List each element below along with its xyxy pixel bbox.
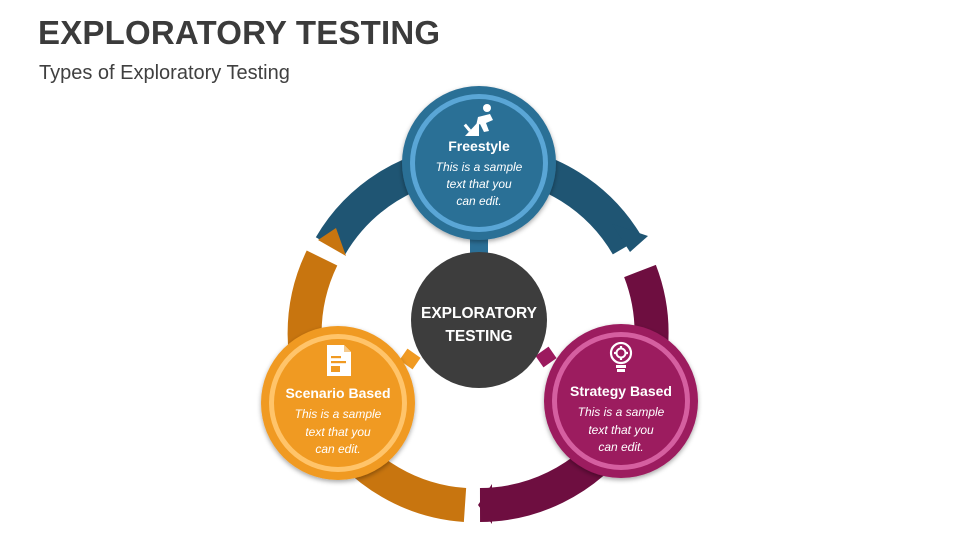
node-freestyle-desc-1: This is a sample <box>436 160 523 174</box>
node-freestyle-title: Freestyle <box>448 138 510 154</box>
node-freestyle-desc-3: can edit. <box>456 194 501 208</box>
arrow-notch-orange <box>318 228 346 256</box>
arrow-notch-blue <box>612 224 648 252</box>
slide-title: EXPLORATORY TESTING <box>38 14 441 51</box>
center-circle <box>411 252 547 388</box>
node-strategy-based <box>544 324 698 478</box>
node-scenario-based <box>261 326 415 480</box>
node-strategy-based-desc-2: text that you <box>588 423 654 437</box>
connector-left <box>399 348 421 370</box>
node-scenario-based-desc-1: This is a sample <box>295 407 382 421</box>
node-freestyle <box>402 86 556 240</box>
slide-subtitle: Types of Exploratory Testing <box>39 62 290 84</box>
center-label-line1: EXPLORATORY <box>421 305 538 322</box>
skier-icon <box>463 104 493 136</box>
arrow-notch-magenta <box>478 484 492 524</box>
node-strategy-based-desc-1: This is a sample <box>578 405 665 419</box>
node-scenario-based-title: Scenario Based <box>285 385 390 401</box>
document-icon <box>327 345 351 376</box>
node-strategy-based-title: Strategy Based <box>570 383 672 399</box>
node-scenario-based-desc-3: can edit. <box>315 442 360 456</box>
node-freestyle-desc-2: text that you <box>446 177 512 191</box>
center-label-line2: TESTING <box>445 328 512 345</box>
lightbulb-gear-icon <box>609 341 633 372</box>
node-strategy-based-desc-3: can edit. <box>598 440 643 454</box>
node-scenario-based-desc-2: text that you <box>305 425 371 439</box>
connector-right <box>535 346 557 368</box>
